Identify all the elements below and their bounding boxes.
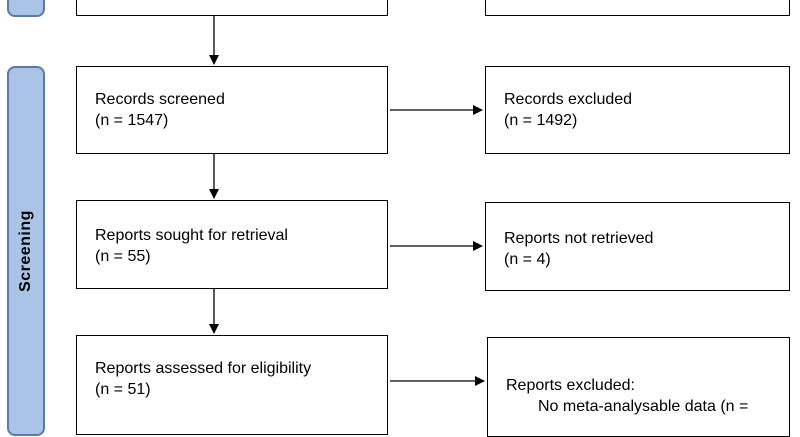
records-screened-title: Records screened [95,91,225,108]
reports-not-retrieved-box: Reports not retrieved (n = 4) [485,202,790,291]
reports-excluded-title: Reports excluded: [506,377,635,394]
identification-stage-tab [7,0,45,17]
reports-assessed-count: (n = 51) [95,381,151,398]
records-excluded-box: Records excluded (n = 1492) [485,66,790,154]
reports-not-retrieved-title: Reports not retrieved [504,230,654,247]
records-screened-box: Records screened (n = 1547) [76,66,388,154]
reports-sought-title: Reports sought for retrieval [95,227,288,244]
identification-removed-box [485,0,790,16]
records-screened-count: (n = 1547) [95,112,169,129]
flow-connectors [209,16,485,386]
identification-records-box [76,0,388,16]
screening-stage-tab: Screening [7,66,45,436]
reports-not-retrieved-count: (n = 4) [504,251,551,268]
reports-excluded-reason: No meta-analysable data (n = [538,398,749,415]
records-excluded-count: (n = 1492) [504,112,578,129]
reports-sought-box: Reports sought for retrieval (n = 55) [76,200,388,289]
reports-assessed-title: Reports assessed for eligibility [95,360,312,377]
reports-sought-count: (n = 55) [95,248,151,265]
records-excluded-title: Records excluded [504,91,633,108]
